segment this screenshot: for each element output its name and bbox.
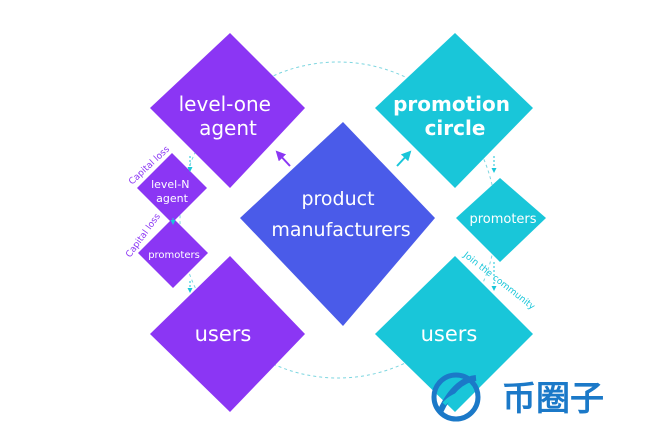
promoters-left-label: promoters: [148, 250, 200, 261]
arrow-to-level-one-agent: [275, 150, 291, 167]
logo: 币圈子: [431, 372, 604, 422]
level-n-agent-label: level-N agent: [151, 178, 193, 205]
product-manufacturers-line-1: product: [301, 188, 374, 210]
level-n-agent-line-1: level-N: [151, 178, 189, 191]
promotion-circle-label: promotion circle: [393, 92, 517, 140]
level-one-agent-label: level-one agent: [179, 92, 278, 140]
product-manufacturers-line-2: manufacturers: [271, 219, 410, 241]
promotion-circle-line-1: promotion: [393, 92, 510, 116]
level-one-agent-line-2: agent: [199, 116, 257, 140]
logo-inner-icon: [442, 390, 467, 406]
level-n-agent-line-2: agent: [156, 192, 188, 205]
level-one-agent-diamond: [150, 33, 305, 188]
logo-swoosh-icon: [437, 375, 477, 414]
promoters-right-diamond: [456, 178, 546, 262]
arrow-to-promotion-circle: [396, 150, 412, 167]
product-manufacturers-label: product manufacturers: [271, 188, 410, 241]
users-left-label: users: [195, 322, 252, 346]
promotion-circle-diamond: [375, 33, 533, 188]
promoters-right-label: promoters: [469, 212, 536, 227]
product-manufacturers-diamond: [240, 122, 435, 326]
users-right-label: users: [421, 322, 478, 346]
users-left-diamond: [150, 256, 305, 412]
logo-emblem-icon: [431, 372, 481, 422]
logo-text: 币圈子: [502, 379, 604, 419]
promotion-circle-line-2: circle: [425, 116, 486, 140]
promoters-left-diamond: [138, 218, 208, 288]
users-right-diamond: [375, 256, 533, 412]
level-one-agent-line-1: level-one: [179, 92, 271, 116]
